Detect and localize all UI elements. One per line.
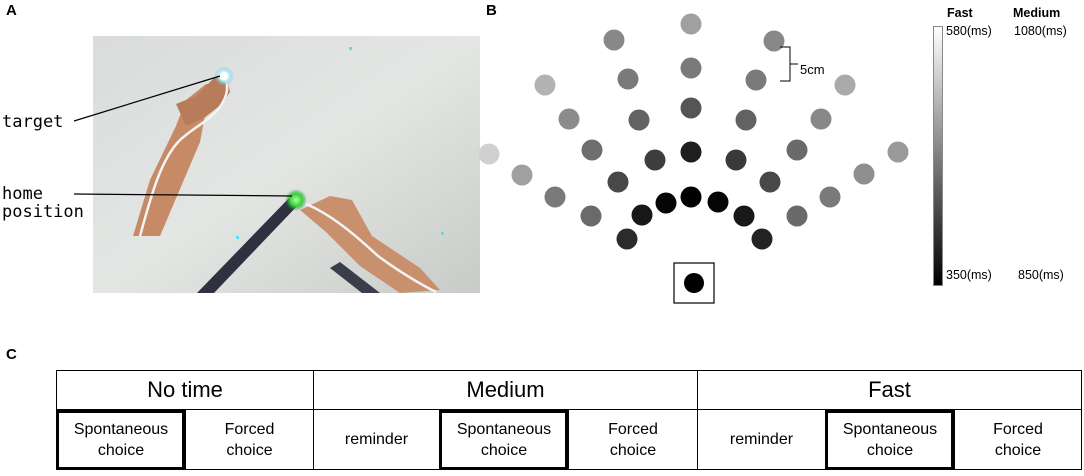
home-label-line2: position [2,202,84,222]
tabletop [93,36,480,293]
projected-mark [236,236,239,239]
target-dot [580,205,602,227]
home-label-line1: home [2,184,43,204]
phase-text-line: choice [609,441,657,459]
phase-text-line: choice [97,441,145,459]
target-dot [544,186,566,208]
colorbar-header-fast: Fast [947,6,973,20]
experiment-photo [73,36,480,294]
colorbar-fast-max: 580(ms) [946,24,992,38]
phase-text-line: Spontaneous [73,420,169,438]
projected-mark [441,232,444,235]
phase-text-line: Spontaneous [842,420,938,438]
target-dot [786,139,808,161]
target-dot [887,141,909,163]
target-dot [511,164,533,186]
target-dot [786,205,808,227]
phase-forced-choice: Forced choice [954,410,1082,470]
target-dot [680,186,702,208]
cable-right [330,262,380,293]
condition-medium: Medium [313,370,697,410]
target-dot [745,69,767,91]
phase-text-line: choice [994,441,1042,459]
target-layout-diagram: 5cm [478,13,909,304]
target-dot [810,108,832,130]
target-dot [607,171,629,193]
target-dot [680,13,702,35]
target-dot [853,163,875,185]
cable [197,196,300,293]
panel-label-a: A [6,2,17,19]
colorbar [933,26,943,286]
target-dot [631,204,653,226]
colorbar-medium-min: 850(ms) [1018,268,1064,282]
colorbar-fast-min: 350(ms) [946,268,992,282]
left-hand [176,74,230,126]
target-dot [628,109,650,131]
phase-text-line: Forced [993,420,1043,438]
target-dot [558,108,580,130]
target-dot [616,228,638,250]
phase-spontaneous-choice: Spontaneous choice [439,410,568,470]
home-dot [684,273,704,293]
projected-mark [349,47,352,50]
block-structure-table: No time Medium Fast Spontaneous choice Fo… [56,370,1082,470]
target-dot [834,74,856,96]
scale-label: 5cm [800,62,825,77]
target-dot [707,191,729,213]
target-dot [655,192,677,214]
target-dot [735,109,757,131]
left-wire [138,73,229,237]
phase-reminder: reminder [313,410,439,470]
target-dot [733,205,755,227]
phase-text-line: choice [866,441,914,459]
target-dot [680,97,702,119]
target-label: target [2,112,64,132]
home-box [673,262,715,304]
phase-text-line: Spontaneous [456,420,552,438]
target-dot [617,68,639,90]
home-position-label: home position [2,185,84,221]
target-dot [680,57,702,79]
target-dot [819,186,841,208]
phase-spontaneous-choice: Spontaneous choice [56,410,185,470]
target-light-core [220,72,228,80]
colorbar-medium-max: 1080(ms) [1014,24,1067,38]
phase-spontaneous-choice: Spontaneous choice [825,410,954,470]
target-dot [581,139,603,161]
target-dots [478,13,909,250]
panel-label-b: B [486,2,497,19]
condition-no-time: No time [56,370,313,410]
right-wire [305,202,437,294]
target-dot [751,228,773,250]
target-dot [478,143,500,165]
target-dot [759,171,781,193]
target-dot [644,149,666,171]
phase-text-line: choice [226,441,273,459]
target-dot [680,141,702,163]
target-dot [725,149,747,171]
home-pointer-line [73,193,293,197]
home-light [285,189,307,211]
colorbar-header-medium: Medium [1013,6,1061,20]
phase-forced-choice: Forced choice [185,410,313,470]
phase-text-line: Forced [224,420,275,438]
target-dot [763,30,785,52]
panel-label-c: C [6,346,17,363]
target-dot [534,74,556,96]
target-dot [603,29,625,51]
phase-text-line: Forced [608,420,658,438]
scale-bracket [780,46,798,82]
phase-text-line: choice [480,441,528,459]
phase-forced-choice: Forced choice [568,410,697,470]
condition-fast: Fast [697,370,1082,410]
target-pointer-line [73,75,221,122]
phase-reminder: reminder [697,410,825,470]
